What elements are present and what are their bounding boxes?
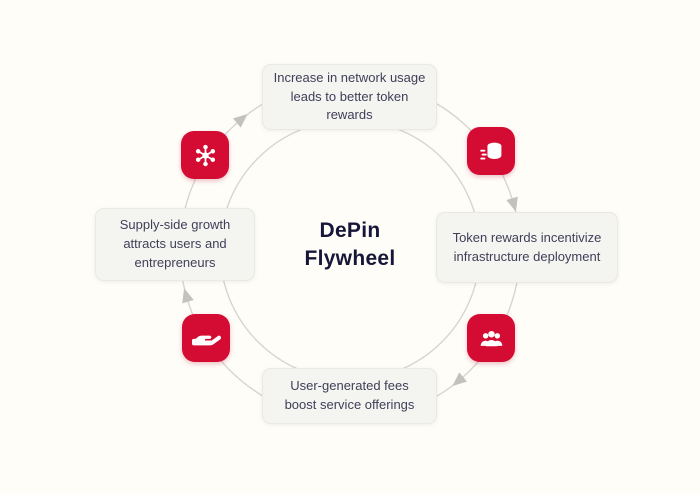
network-nodes-icon — [195, 144, 215, 166]
icon-tile-giving-hand — [182, 314, 230, 362]
node-box-right: Token rewards incentivize infrastructure… — [436, 212, 618, 283]
icon-tile-network — [181, 131, 229, 179]
giving-hand-icon — [191, 335, 221, 345]
node-box-bottom-label: User-generated fees boost service offeri… — [284, 378, 415, 412]
coin-stack — [486, 142, 501, 159]
diagram-title: DePin Flywheel — [250, 217, 450, 274]
people-figures — [480, 330, 502, 346]
hand-shape — [191, 335, 221, 345]
diagram-title-line1: DePin — [319, 219, 381, 242]
node-box-bottom: User-generated fees boost service offeri… — [262, 368, 437, 424]
flow-arrowhead-bottom-left — [182, 288, 194, 304]
flow-arrowhead-top-right — [506, 196, 518, 212]
node-box-top: Increase in network usage leads to bette… — [262, 64, 437, 130]
people-group-icon — [480, 330, 502, 346]
coin-speed-lines — [479, 149, 487, 159]
icon-tile-coins — [467, 127, 515, 175]
node-box-left: Supply-side growth attracts users and en… — [95, 208, 255, 281]
flow-arrowhead-top-left — [233, 114, 248, 128]
icon-tile-people — [467, 314, 515, 362]
node-box-right-label: Token rewards incentivize infrastructure… — [452, 229, 602, 264]
network-node-dots — [195, 144, 215, 166]
coins-icon — [479, 142, 501, 159]
diagram-title-line2: Flywheel — [304, 247, 396, 271]
node-box-left-label: Supply-side growth attracts users and en… — [119, 217, 231, 270]
flow-arrowhead-bottom-right — [452, 372, 467, 386]
node-box-top-label: Increase in network usage leads to bette… — [273, 69, 426, 123]
